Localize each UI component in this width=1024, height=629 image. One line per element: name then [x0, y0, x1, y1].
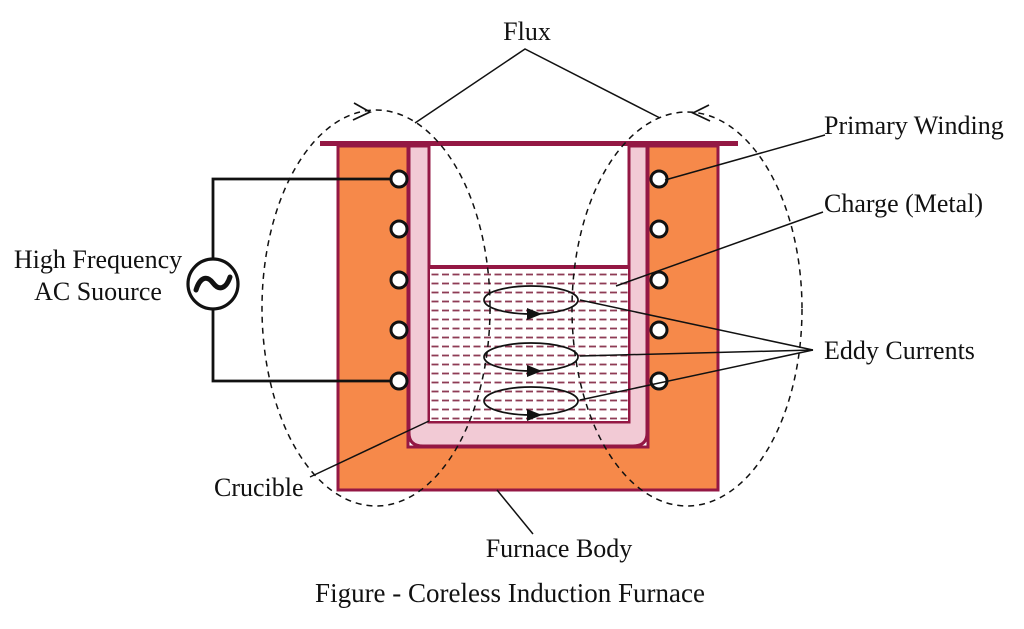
- wires: [211, 177, 396, 383]
- ac-source-label-line2: AC Suource: [34, 277, 162, 306]
- winding-coil: [649, 169, 669, 189]
- charge-leader: [615, 211, 824, 287]
- arrow-right-icon: [527, 409, 542, 421]
- arrow-right-icon: [527, 308, 542, 320]
- winding-coil: [649, 320, 669, 340]
- crucible-leader: [309, 420, 430, 478]
- winding-coil: [389, 270, 409, 290]
- primary-winding-coils: [389, 169, 669, 391]
- eddy-leader-1: [579, 299, 814, 351]
- flux-label: Flux: [503, 17, 551, 46]
- flux-loop-left: [261, 109, 491, 507]
- eddy-current-arrows: [527, 308, 542, 421]
- winding-coil: [649, 371, 669, 391]
- charge-hatch: [430, 268, 628, 421]
- primary-winding-label: Primary Winding: [824, 111, 1004, 140]
- furnace-body-label: Furnace Body: [486, 534, 633, 563]
- flux-leader: [414, 48, 661, 124]
- crucible-label: Crucible: [214, 473, 304, 502]
- eddy-leader-3: [579, 349, 814, 401]
- primary-winding-leader: [664, 134, 826, 181]
- ac-source-symbol: [186, 257, 240, 311]
- winding-coil: [389, 320, 409, 340]
- arrow-right-icon: [352, 102, 372, 121]
- wire-bottom: [211, 309, 396, 383]
- winding-coil: [389, 371, 409, 391]
- winding-coil: [389, 219, 409, 239]
- flux-loop-right: [571, 111, 803, 507]
- flux-direction-arrows: [352, 102, 711, 122]
- ac-sine-icon: [193, 274, 233, 293]
- eddy-leader-2: [579, 349, 814, 357]
- arrow-left-icon: [691, 104, 711, 122]
- winding-coil: [649, 219, 669, 239]
- furnace-body-leader: [496, 489, 534, 535]
- flux-loops: [261, 109, 803, 507]
- ac-source-label-line1: High Frequency: [14, 245, 182, 274]
- winding-coil: [649, 270, 669, 290]
- charge-metal-label: Charge (Metal): [824, 189, 983, 218]
- wire-top: [211, 177, 396, 259]
- arrow-right-icon: [527, 365, 542, 377]
- figure-caption: Figure - Coreless Induction Furnace: [315, 578, 705, 608]
- eddy-currents-label: Eddy Currents: [824, 336, 975, 365]
- leader-lines: [309, 48, 826, 535]
- furnace-rim: [320, 141, 738, 146]
- winding-coil: [389, 169, 409, 189]
